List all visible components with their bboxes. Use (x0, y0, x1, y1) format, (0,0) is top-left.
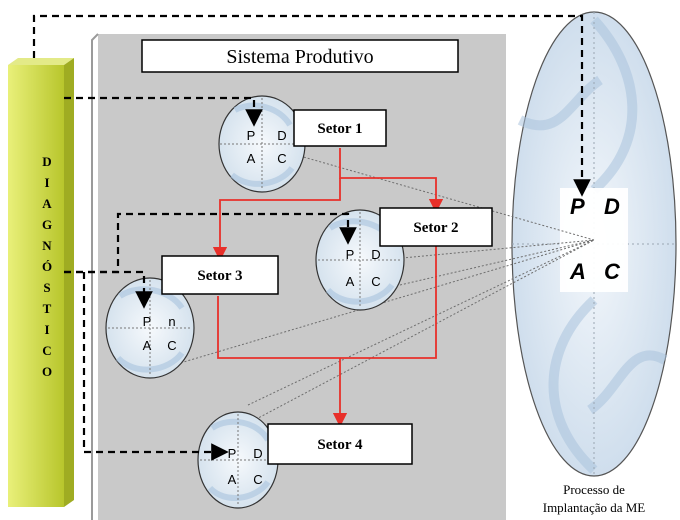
sector-1-c: C (277, 151, 286, 166)
dashed-feedback-lines (32, 14, 591, 461)
red-flow-arrows (212, 148, 444, 428)
sector-4-label: Setor 4 (317, 437, 363, 453)
sector-4-p: P (228, 446, 237, 461)
caption-line-1: Processo de (563, 482, 625, 497)
main-pdca-ellipse: P D A C (511, 11, 677, 477)
dotted-connectors (149, 155, 595, 426)
sector-1-box: Setor 1 (293, 109, 387, 147)
sector-3-c: C (167, 338, 176, 353)
diagnostico-letter: A (42, 196, 52, 211)
main-pdca-c: C (604, 259, 621, 284)
sector-2-label: Setor 2 (413, 220, 458, 236)
sector-1-p: P (247, 128, 256, 143)
sector-3-a: A (143, 338, 152, 353)
sector-3-pdca-circle: P n A C (105, 277, 195, 379)
sector-3-label: Setor 3 (197, 268, 242, 284)
sector-2-box: Setor 2 (379, 207, 493, 247)
sector-1-d: D (277, 128, 286, 143)
diagnostico-letter: G (42, 217, 52, 232)
sector-2-a: A (346, 274, 355, 289)
sector-1-pdca-circle: P D A C (218, 95, 306, 193)
diagnostico-letter: O (42, 364, 52, 379)
sector-4-box: Setor 4 (267, 423, 413, 465)
sector-1-a: A (247, 151, 256, 166)
caption-line-2: Implantação da ME (543, 500, 646, 515)
sector-4-pdca-circle: P D A C (197, 411, 279, 509)
main-pdca-a: A (569, 259, 586, 284)
sector-4-a: A (228, 472, 237, 487)
sector-3-box: Setor 3 (161, 255, 279, 295)
sector-4-c: C (253, 472, 262, 487)
diagnostico-letter: T (43, 301, 52, 316)
sector-2-c: C (371, 274, 380, 289)
page-title: Sistema Produtivo (226, 46, 373, 68)
sector-1-label: Setor 1 (317, 121, 362, 137)
diagnostico-letter: Ó (42, 259, 52, 274)
diagnostico-letter: I (44, 175, 49, 190)
sector-2-p: P (346, 247, 355, 262)
main-pdca-d: D (604, 194, 620, 219)
main-pdca-p: P (570, 194, 585, 219)
diagnostico-letter: D (42, 154, 51, 169)
sector-3-p: P (143, 314, 152, 329)
sector-2-d: D (371, 247, 380, 262)
implementation-caption: Processo de Implantação da ME (543, 482, 646, 515)
diagnostico-letter: C (42, 343, 51, 358)
sector-4-d: D (253, 446, 262, 461)
sector-3-d: n (168, 314, 175, 329)
diagnostico-letter: N (42, 238, 52, 253)
title-box: Sistema Produtivo (141, 39, 459, 73)
diagnostico-letter: S (43, 280, 50, 295)
diagnostico-letter: I (44, 322, 49, 337)
